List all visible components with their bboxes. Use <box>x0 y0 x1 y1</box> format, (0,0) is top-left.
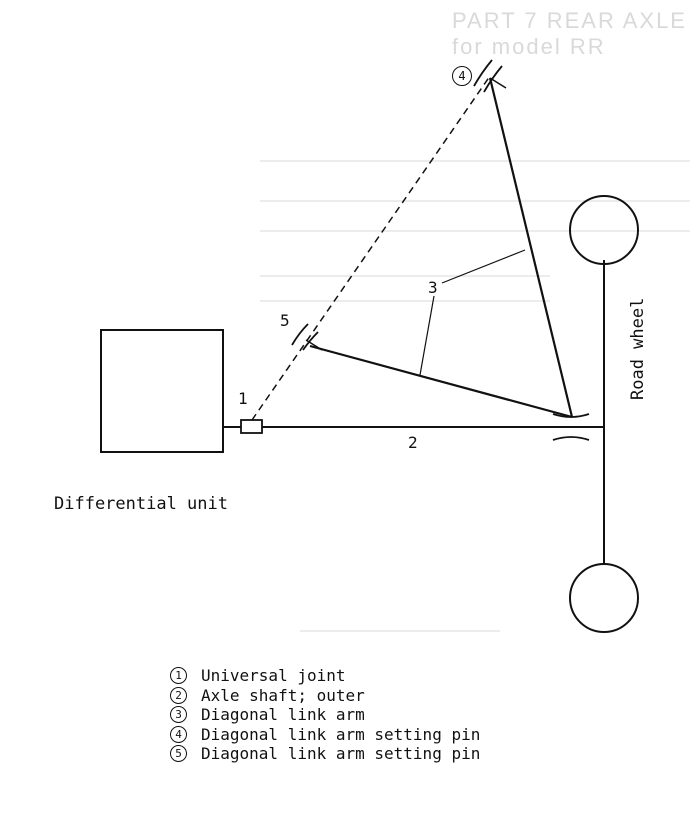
faint-header: PART 7 REAR AXLE for model RR <box>452 8 687 59</box>
legend-item: 2 Axle shaft; outer <box>170 686 480 706</box>
setting-pin-5-bracket-left <box>291 323 309 346</box>
setting-pin-5-bracket-right <box>302 331 319 351</box>
legend-number: 3 <box>170 706 187 724</box>
universal-joint <box>240 419 263 434</box>
legend-item: 3 Diagonal link arm <box>170 705 480 725</box>
callout-5: 5 <box>280 311 290 330</box>
callout-3: 3 <box>428 278 438 297</box>
legend-item: 4 Diagonal link arm setting pin <box>170 725 480 745</box>
differential-unit-box <box>100 329 224 453</box>
faint-rule <box>260 275 550 277</box>
legend-item: 5 Diagonal link arm setting pin <box>170 744 480 764</box>
legend-text: Diagonal link arm setting pin <box>201 744 481 764</box>
legend-text: Axle shaft; outer <box>201 685 365 705</box>
callout-2: 2 <box>408 433 418 452</box>
setting-pin-4-bracket-left <box>473 59 493 87</box>
setting-pin-5-tick <box>305 339 323 351</box>
road-wheel-label: Road wheel <box>628 297 648 400</box>
callout-3-leader-lower <box>419 295 435 376</box>
faint-rule <box>260 200 690 202</box>
legend-item: 1 Universal joint <box>170 666 480 686</box>
hub-bracket-bottom <box>552 436 590 441</box>
differential-unit-label: Differential unit <box>54 494 228 514</box>
faint-rule <box>260 160 690 162</box>
faint-rule <box>300 630 500 632</box>
link-arm-outer-leg <box>488 77 574 418</box>
callout-4: 4 <box>452 66 472 86</box>
legend-number: 1 <box>170 667 187 685</box>
road-wheel-upper <box>569 195 639 265</box>
faint-rule <box>260 230 690 232</box>
link-arm-inner-leg <box>309 344 573 419</box>
setting-pin-4-bracket-right <box>483 65 503 93</box>
legend: 1 Universal joint 2 Axle shaft; outer 3 … <box>170 666 480 764</box>
legend-text: Universal joint <box>201 666 346 686</box>
legend-number: 2 <box>170 686 187 704</box>
callout-3-leader-upper <box>441 249 526 284</box>
road-wheel-lower <box>569 563 639 633</box>
legend-number: 5 <box>170 745 187 763</box>
setting-pin-4-tick <box>489 77 507 89</box>
callout-1: 1 <box>238 389 248 408</box>
legend-number: 4 <box>170 725 187 743</box>
faint-rule <box>260 300 550 302</box>
legend-text: Diagonal link arm setting pin <box>201 724 481 744</box>
pivot-axis-dashed <box>251 75 491 421</box>
legend-text: Diagonal link arm <box>201 705 365 725</box>
